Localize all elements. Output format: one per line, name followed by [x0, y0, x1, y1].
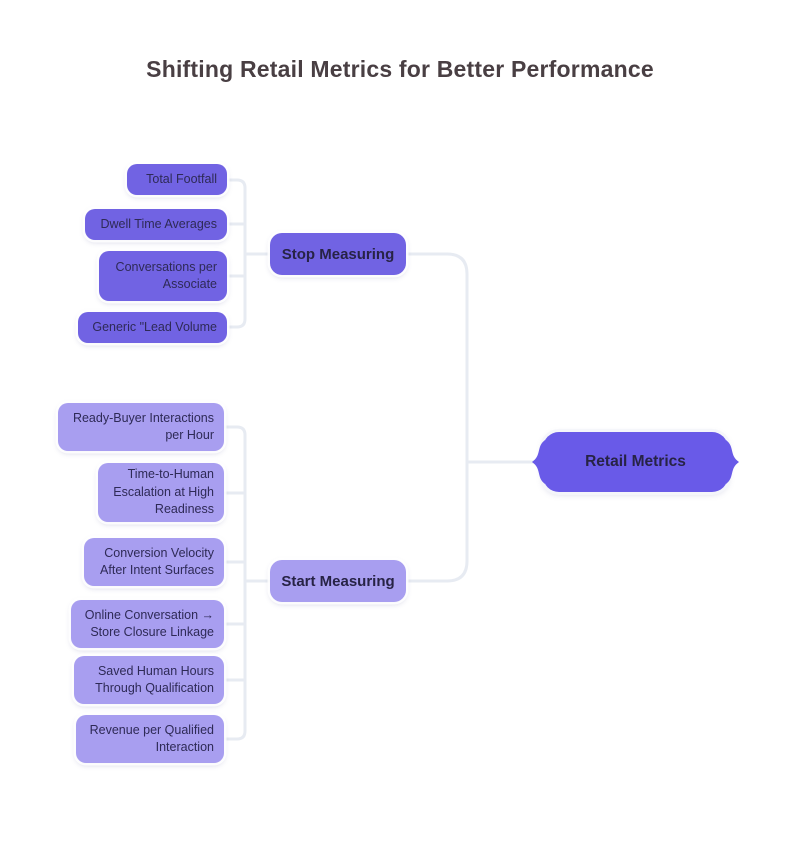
node-stop-measuring: Stop Measuring: [270, 233, 406, 275]
node-online-conversation-linkage: Online Conversation → Store Closure Link…: [71, 600, 224, 648]
diagram-title: Shifting Retail Metrics for Better Perfo…: [146, 56, 654, 82]
root-label: Retail Metrics: [585, 453, 686, 471]
node-time-to-human-escalation: Time-to-Human Escalation at High Readine…: [98, 463, 224, 522]
node-ready-buyer-interactions: Ready-Buyer Interactions per Hour: [58, 403, 224, 451]
node-start-measuring: Start Measuring: [270, 560, 406, 602]
root-right-brace-tip: [726, 440, 739, 484]
node-saved-human-hours: Saved Human Hours Through Qualification: [74, 656, 224, 704]
node-conversion-velocity: Conversion Velocity After Intent Surface…: [84, 538, 224, 586]
node-generic-lead-volume: Generic "Lead Volume: [78, 312, 227, 343]
node-total-footfall: Total Footfall: [127, 164, 227, 195]
node-dwell-time-averages: Dwell Time Averages: [85, 209, 227, 240]
node-revenue-per-qualified: Revenue per Qualified Interaction: [76, 715, 224, 763]
root-left-brace-tip: [532, 440, 545, 484]
node-conversations-per-associate: Conversations per Associate: [99, 251, 227, 301]
node-retail-metrics-root: Retail Metrics: [532, 432, 739, 492]
